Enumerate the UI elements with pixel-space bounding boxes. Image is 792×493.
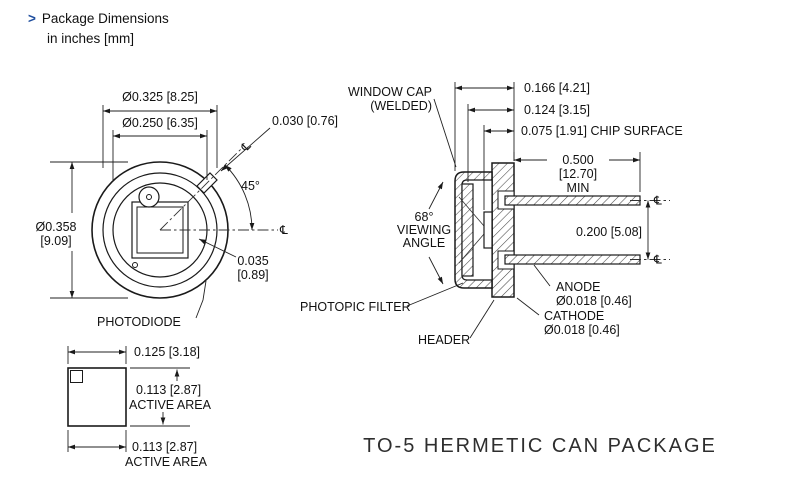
dim-label-dia-0250: Ø0.250 [6.35] [122, 116, 198, 130]
leader-anode [533, 264, 551, 287]
caption-active-area-1: ACTIVE AREA [129, 398, 212, 412]
leader-window-cap [433, 98, 457, 168]
label-view-angle-l2: ANGLE [403, 236, 445, 250]
caption-active-area-2: ACTIVE AREA [125, 455, 208, 469]
dim-dia-0358 [50, 161, 128, 299]
dim-label-window-depth: 0.124 [3.15] [524, 103, 590, 117]
photopic-filter-bar [461, 183, 474, 277]
label-window-cap-2: (WELDED) [370, 99, 432, 113]
label-window-cap-1: WINDOW CAP [348, 85, 432, 99]
index-marker-dot [146, 194, 152, 200]
side-view-drawing: ℄ ℄ 0.200 [5.08] 0.500 [12.70] MIN 0.166… [300, 81, 683, 347]
label-view-angle-l1: VIEWING [397, 223, 451, 237]
section-header-line1: > Package Dimensions [28, 10, 169, 28]
viewing-angle-arrows [428, 181, 444, 285]
dim-label-angle-45: 45° [241, 179, 260, 193]
dim-label-offset-mm: [0.89] [237, 268, 268, 282]
label-view-angle-deg: 68° [415, 210, 434, 224]
leader-cathode [516, 297, 540, 316]
active-area-square [67, 367, 127, 427]
dim-label-dia-0358-in: Ø0.358 [35, 220, 76, 234]
leader-photodiode [195, 280, 207, 319]
dim-window-depth [467, 104, 514, 182]
dim-cap-depth [454, 82, 515, 171]
top-view-drawing: ℄ ℄ Ø0.325 [8.25] Ø0.250 [6.35] Ø0.358 [35, 90, 338, 329]
header-block [491, 162, 515, 298]
centerline-icon: ℄ [653, 194, 662, 208]
dim-label-tab-width: 0.030 [0.76] [272, 114, 338, 128]
die-dot [132, 262, 138, 268]
label-anode: ANODE [556, 280, 600, 294]
lead-bottom [504, 254, 641, 265]
leader-tab-width [220, 127, 271, 172]
view-cone-upper [458, 196, 485, 227]
label-photopic-filter: PHOTOPIC FILTER [300, 300, 411, 314]
leader-header [469, 299, 495, 339]
dim-label-lead-spacing: 0.200 [5.08] [576, 225, 642, 239]
dim-label-active-height: 0.113 [2.87] [136, 383, 201, 397]
header-subtitle: in inches [mm] [47, 31, 135, 46]
view-cone-lower [458, 233, 485, 264]
lead-top [504, 195, 641, 206]
dim-active-height [130, 367, 190, 427]
dim-label-cathode-dia: Ø0.018 [0.46] [544, 323, 620, 337]
top-view-centerlines [159, 148, 278, 231]
dim-label-anode-dia: Ø0.018 [0.46] [556, 294, 632, 308]
dim-dia-0325 [102, 105, 218, 168]
dim-label-lead-length-in: 0.500 [562, 153, 593, 167]
dim-label-chip-surface: 0.075 [1.91] CHIP SURFACE [521, 124, 683, 138]
package-title: TO-5 HERMETIC CAN PACKAGE [363, 435, 717, 457]
centerline-icon: ℄ [653, 253, 662, 267]
leader-photopic-filter [406, 282, 464, 307]
centerline-icon: ℄ [238, 139, 254, 155]
label-photodiode: PHOTODIODE [97, 315, 181, 329]
dim-active-width-top [67, 346, 127, 364]
active-area-corner-mark [70, 370, 83, 383]
dim-dia-0250 [112, 130, 208, 180]
dim-label-dia-0358-mm: [9.09] [40, 234, 71, 248]
dim-label-lead-length-mm: [12.70] [559, 167, 597, 181]
chip [483, 211, 493, 249]
dim-label-offset-in: 0.035 [237, 254, 268, 268]
header-title: Package Dimensions [41, 11, 169, 26]
dim-angle-45 [224, 164, 255, 231]
dim-label-active-width-top: 0.125 [3.18] [134, 345, 200, 359]
index-marker-circle [138, 186, 160, 208]
section-header: > Package Dimensions in inches [mm] [28, 10, 169, 48]
centerline-icon: ℄ [279, 223, 288, 237]
dim-label-lead-length-min: MIN [567, 181, 590, 195]
label-cathode: CATHODE [544, 309, 604, 323]
active-area-drawing: 0.125 [3.18] 0.113 [2.87] ACTIVE AREA 0.… [67, 345, 212, 469]
dim-active-width-bottom [67, 430, 127, 452]
leader-offset-0035 [198, 238, 237, 258]
dim-label-cap-depth: 0.166 [4.21] [524, 81, 590, 95]
dim-label-active-width-bottom: 0.113 [2.87] [132, 440, 197, 454]
bullet-arrow: > [28, 11, 36, 26]
dim-chip-surface [483, 125, 514, 210]
label-header: HEADER [418, 333, 470, 347]
cap-ring-circle [102, 172, 218, 288]
dim-label-dia-0325: Ø0.325 [8.25] [122, 90, 198, 104]
